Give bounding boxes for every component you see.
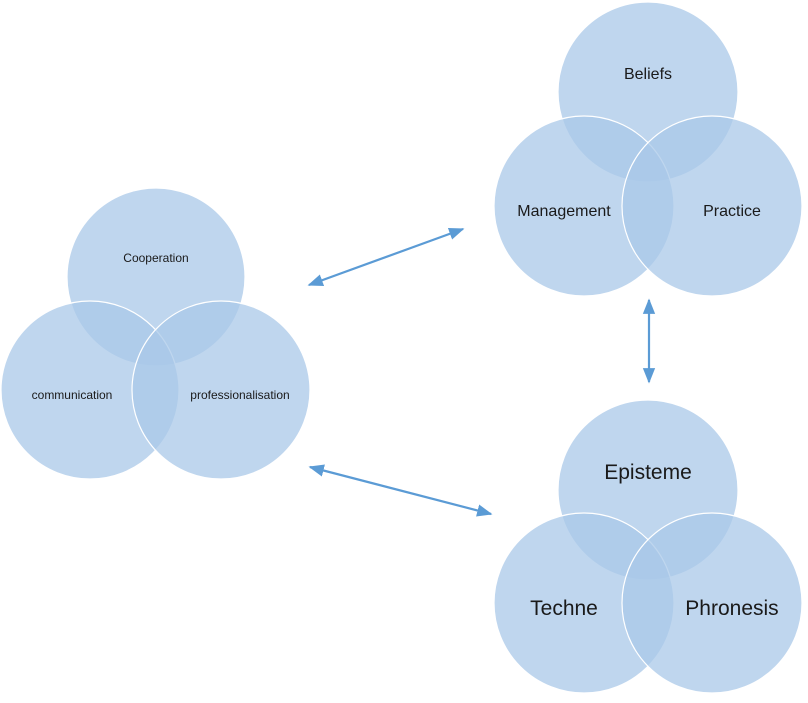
venn-group-top-right: Beliefs Management Practice [493,1,803,297]
label-techne: Techne [530,597,598,620]
label-communication: communication [32,388,113,402]
label-beliefs: Beliefs [624,66,672,83]
label-cooperation: Cooperation [123,251,188,265]
circle-practice [621,115,803,297]
circle-phronesis [621,512,803,694]
label-practice: Practice [703,203,761,220]
label-management: Management [517,203,611,220]
arrow-left-to-top-right [307,227,465,287]
label-phronesis: Phronesis [685,597,778,620]
venn-group-bottom-right: Episteme Techne Phronesis [493,399,803,694]
label-episteme: Episteme [604,461,692,484]
label-professionalisation: professionalisation [190,388,289,402]
arrow-left-to-bottom-right [308,464,493,517]
circle-professionalisation [131,300,311,480]
venn-group-left: Cooperation communication professionalis… [0,187,311,480]
